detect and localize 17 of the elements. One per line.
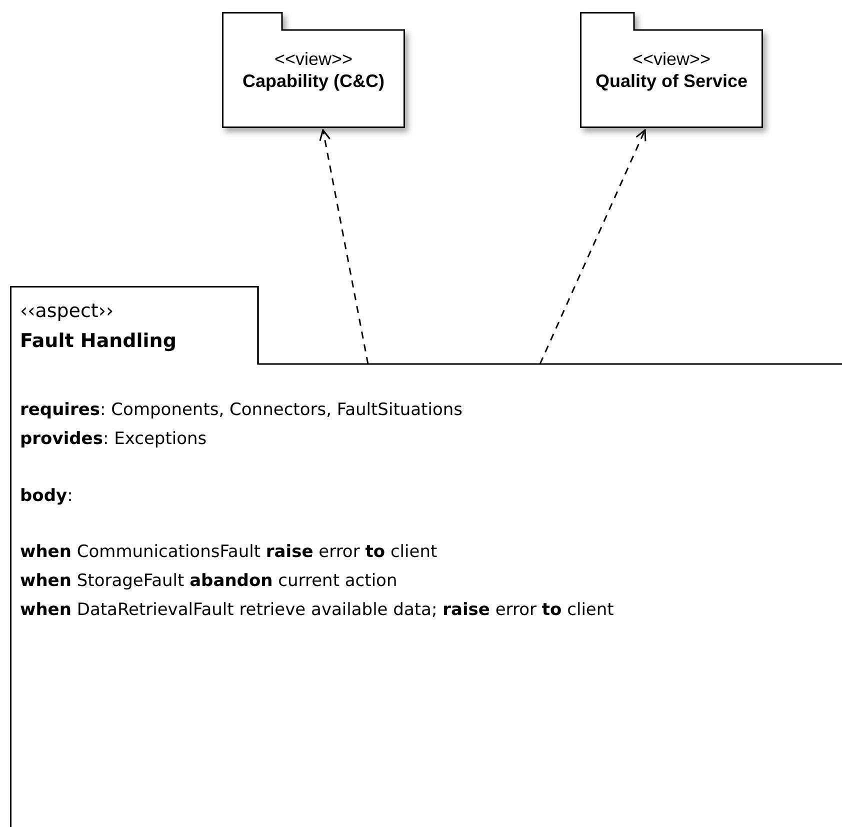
aspect-box <box>10 286 842 827</box>
package-name: Capability (C&C) <box>241 70 386 93</box>
dependency-arrow <box>539 129 646 364</box>
stereotype-label: ‹‹aspect›› <box>20 300 114 322</box>
body-text-line: when CommunicationsFault raise error to client <box>20 542 438 562</box>
body-text-line: requires: Components, Connectors, FaultSituations <box>20 400 462 420</box>
body-text-line: when DataRetrievalFault retrieve available data; raise error to client <box>20 600 614 620</box>
package-name: Quality of Service <box>594 70 749 93</box>
body-text-line: when StorageFault abandon current action <box>20 571 398 591</box>
aspect-name: Fault Handling <box>20 330 176 352</box>
body-text-line: body: <box>20 486 73 506</box>
stereotype-label: <<view>> <box>273 48 354 71</box>
dependency-arrow <box>319 129 369 364</box>
package-box <box>580 12 763 128</box>
stereotype-label: <<view>> <box>631 48 712 71</box>
package-box <box>222 12 405 128</box>
body-text-line: provides: Exceptions <box>20 429 207 449</box>
